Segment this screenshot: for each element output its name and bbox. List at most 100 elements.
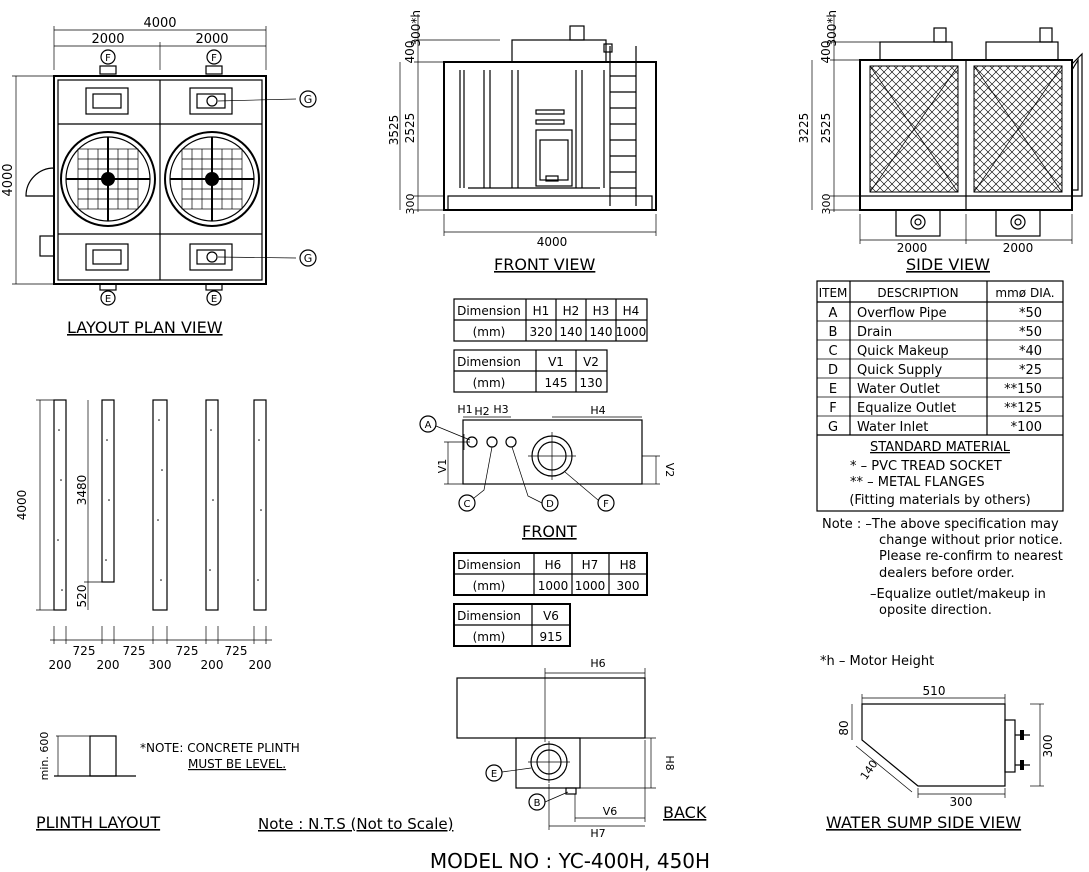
std-material-2: ** – METAL FLANGES [850, 475, 985, 490]
spec-item: F [829, 401, 836, 416]
sump-dim-300-b: 300 [950, 795, 973, 809]
table-h-cell-2: 140 [560, 325, 583, 339]
side-dim-2525: 2525 [819, 113, 833, 144]
table-h-header-1: H1 [533, 304, 550, 318]
plinth-dim-4000: 4000 [15, 490, 29, 521]
spec-description: Equalize Outlet [857, 401, 956, 416]
front-detail: V1 V2 H1 H2 H3 H4 A C D F FRONT [419, 403, 676, 541]
front-dim-400: 400 [403, 41, 417, 64]
front-label-h4: H4 [590, 404, 605, 417]
side-dim-300h: 300*h [825, 10, 839, 47]
bubble-f-right: F [211, 53, 217, 64]
bubble-e-right: E [211, 294, 217, 305]
back-label-h8: H8 [663, 755, 676, 770]
fan-left [60, 131, 156, 227]
bubble-f-detail: F [603, 499, 609, 510]
model-number: MODEL NO : YC-400H, 450H [430, 849, 710, 872]
table-v-cell-1: 145 [545, 376, 568, 390]
spec-item: G [828, 420, 838, 435]
water-sump-title: WATER SUMP SIDE VIEW [826, 813, 1021, 832]
side-view: 300*h 400 3225 2525 300 2000 2000 SIDE V… [797, 10, 1083, 274]
std-material-3: (Fitting materials by others) [849, 493, 1030, 508]
table-v6-header-0: Dimension [457, 609, 521, 623]
side-dim-400: 400 [819, 41, 833, 64]
spec-dia: *40 [1019, 344, 1042, 359]
front-label-h3: H3 [493, 403, 508, 416]
front-dim-3525: 3525 [387, 115, 401, 146]
spec-item: C [828, 344, 837, 359]
motor-height-note: *h – Motor Height [820, 654, 934, 669]
table-h6-header-0: Dimension [457, 558, 521, 572]
plinth-dim-b4: 200 [201, 658, 224, 672]
table-v6: Dimension V6 (mm) 915 [453, 603, 571, 647]
table-h6-header-3: H8 [620, 558, 637, 572]
table-h-header-3: H3 [593, 304, 610, 318]
table-h-header-0: Dimension [457, 304, 521, 318]
plinth-title: PLINTH LAYOUT [36, 813, 160, 832]
table-v-header-0: Dimension [457, 355, 521, 369]
water-sump-view: 510 80 140 300 300 WATER SUMP SIDE VIEW [826, 684, 1055, 832]
back-detail-title: BACK [663, 803, 707, 822]
layout-dim-left: 2000 [91, 32, 124, 47]
plinth-dim-s2: 725 [123, 644, 146, 658]
bubble-e-left: E [105, 294, 111, 305]
side-dim-300: 300 [820, 194, 833, 215]
front-dim-width: 4000 [537, 235, 568, 249]
spec-header-description: DESCRIPTION [877, 286, 958, 300]
table-h6: Dimension H6 H7 H8 (mm) 1000 1000 300 [453, 552, 648, 596]
plinth-dim-s3: 725 [176, 644, 199, 658]
spec-dia: **150 [1004, 382, 1042, 397]
sump-dim-300-h: 300 [1041, 735, 1055, 758]
spec-description: Overflow Pipe [857, 306, 947, 321]
plinth-layout: 4000 3480 520 725 725 725 725 200 200 30… [15, 399, 300, 832]
spec-header-dia: mmø DIA. [995, 286, 1054, 300]
spec-dia: *50 [1019, 325, 1042, 340]
bubble-g-bottom: G [304, 252, 313, 265]
front-label-h1: H1 [457, 403, 472, 416]
nts-note: Note : N.T.S (Not to Scale) [258, 815, 453, 833]
table-v-cell-2: 130 [580, 376, 603, 390]
spec-item: E [829, 382, 837, 397]
plinth-dim-b5: 200 [249, 658, 272, 672]
side-view-title: SIDE VIEW [906, 255, 990, 274]
plinth-dim-520: 520 [75, 585, 89, 608]
bubble-a: A [425, 420, 432, 431]
layout-dim-overall: 4000 [143, 16, 176, 31]
spec-item: D [828, 363, 838, 378]
table-v-cell-0: (mm) [473, 376, 506, 390]
spec-dia: *100 [1011, 420, 1042, 435]
front-dim-300h: 300*h [409, 10, 423, 47]
note-line-3: Please re-confirm to nearest [879, 549, 1063, 564]
sump-dim-80: 80 [837, 720, 851, 735]
side-dim-3225: 3225 [797, 113, 811, 144]
table-h-header-2: H2 [563, 304, 580, 318]
table-v-header-1: V1 [548, 355, 564, 369]
spec-header-item: ITEM [819, 286, 848, 300]
std-material-1: * – PVC TREAD SOCKET [850, 459, 1002, 474]
table-v: Dimension V1 V2 (mm) 145 130 [453, 349, 608, 393]
sump-dim-140: 140 [858, 758, 881, 783]
note-line-6: oposite direction. [879, 603, 992, 618]
spec-description: Water Outlet [857, 382, 940, 397]
spec-dia: *50 [1019, 306, 1042, 321]
front-detail-title: FRONT [522, 522, 577, 541]
front-label-h2: H2 [474, 405, 489, 418]
front-dim-300: 300 [404, 194, 417, 215]
fan-right [164, 131, 260, 227]
back-detail: H6 H8 V6 H7 E B BACK [456, 657, 707, 840]
plinth-dim-b1: 200 [49, 658, 72, 672]
sump-dim-510: 510 [923, 684, 946, 698]
table-h6-cell-1: 1000 [538, 579, 569, 593]
table-h-cell-4: 1000 [616, 325, 647, 339]
bubble-b: B [534, 798, 541, 809]
spec-description: Quick Supply [857, 363, 942, 378]
spec-description: Quick Makeup [857, 344, 949, 359]
bubble-g-top: G [304, 93, 313, 106]
note-line-2: change without prior notice. [879, 533, 1063, 548]
table-h6-cell-3: 300 [617, 579, 640, 593]
table-h-cell-0: (mm) [473, 325, 506, 339]
std-material-title: STANDARD MATERIAL [870, 440, 1011, 455]
front-view: 300*h 400 3525 2525 300 4000 FRONT VIEW [387, 10, 657, 274]
